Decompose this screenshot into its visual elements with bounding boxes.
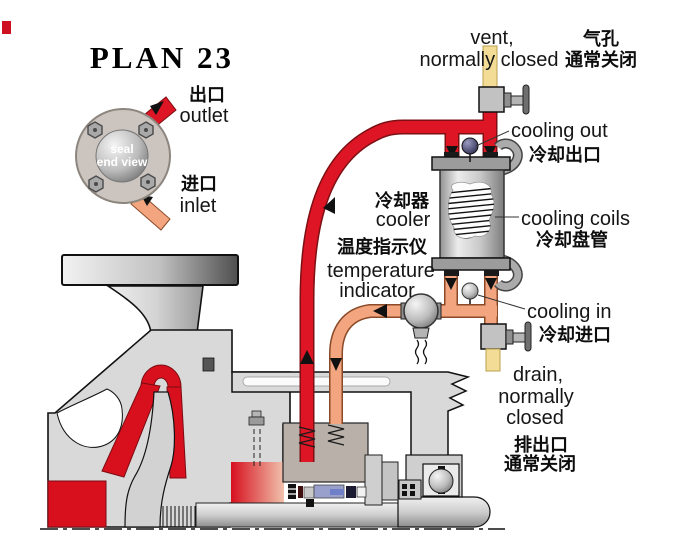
label-inlet-cn: 进口 <box>181 174 217 194</box>
vent-valve-body <box>478 86 505 113</box>
threaded-entry-red <box>298 426 316 448</box>
seal-face <box>95 129 149 183</box>
temperature-indicator-device <box>400 293 442 365</box>
label-vent-cn1: 气孔 <box>582 28 619 49</box>
vent-handwheel <box>522 84 530 115</box>
gland-plate <box>364 454 383 506</box>
label-vent-en1: vent, <box>470 27 513 49</box>
drain-stub <box>485 348 501 372</box>
capillary-wires <box>414 339 428 365</box>
frame-arm-slot <box>242 376 391 387</box>
vent-valve <box>478 45 530 115</box>
process-fluid-red <box>47 364 284 528</box>
label-outlet-en: outlet <box>180 105 229 127</box>
label-cooling-in-cn: 冷却进口 <box>539 324 611 345</box>
flow-arrow-down-icon <box>330 358 342 371</box>
seal-view-label-line1: seal <box>110 142 133 156</box>
outlet-arrow-icon <box>150 101 164 115</box>
bearing-housing <box>398 454 463 500</box>
label-drain-en3: closed <box>506 407 564 429</box>
label-drain-cn1: 排出口 <box>514 434 568 455</box>
drain-valve <box>480 321 532 372</box>
flow-arrow-left-icon <box>373 304 387 318</box>
label-cooling-in-en: cooling in <box>527 301 612 323</box>
label-temp-en1: temperature <box>327 260 435 282</box>
cooling-coils <box>448 187 495 239</box>
pump-cross-section <box>47 254 491 528</box>
volute-cutout <box>56 388 123 448</box>
cooler-bottom-plate <box>431 257 511 271</box>
label-cooler-en: cooler <box>376 209 431 231</box>
label-vent-en2: normally closed <box>420 49 559 71</box>
label-cooling-out-en: cooling out <box>511 120 608 142</box>
flow-arrow-arc-icon <box>323 197 335 214</box>
seal-view-label-line2: end view <box>97 155 148 169</box>
suction-flange <box>61 254 239 286</box>
cooling-out-pointer <box>475 130 510 147</box>
label-temp-en2: indicator <box>339 280 415 302</box>
shaft-threads <box>162 506 196 527</box>
label-drain-cn2: 通常关闭 <box>504 453 576 474</box>
label-temp-cn: 温度指示仪 <box>337 236 428 257</box>
label-cooling-coils-cn: 冷却盘管 <box>536 229 608 250</box>
seal-end-view: seal end view <box>75 96 177 231</box>
label-vent-cn2: 通常关闭 <box>565 49 637 70</box>
pump-shaft <box>195 502 401 528</box>
label-cooler-cn: 冷却器 <box>375 190 430 211</box>
threaded-entry-orange <box>327 424 345 446</box>
corner-marker <box>2 21 11 34</box>
flow-arrow-up-icon <box>300 350 314 364</box>
seal-cooler <box>431 138 523 292</box>
label-cooling-out-cn: 冷却出口 <box>529 144 601 165</box>
flow-arrow-down-icon <box>485 278 497 290</box>
plan-title: PLAN 23 <box>90 40 234 75</box>
flow-arrow-down-icon <box>445 278 457 290</box>
label-outlet-cn: 出口 <box>189 84 225 105</box>
label-cooling-coils-en: cooling coils <box>521 208 630 230</box>
impeller <box>124 391 176 528</box>
cooling-in-port-ball <box>461 282 479 300</box>
label-drain-en1: drain, <box>513 364 563 386</box>
gland-plate-2 <box>381 461 399 501</box>
drain-handwheel <box>524 321 532 352</box>
drain-valve-body <box>480 323 507 350</box>
ball-bearing <box>428 468 454 494</box>
suction-neck <box>105 285 204 334</box>
cooling-in-pointer <box>477 294 526 310</box>
cooler-top-plate <box>431 156 511 171</box>
label-inlet-en: inlet <box>180 195 217 217</box>
cooling-out-port-ball <box>461 137 479 155</box>
casing-notch <box>202 357 215 372</box>
mechanical-seal-stack <box>288 484 367 507</box>
label-drain-en2: normally <box>498 386 574 408</box>
shaft-end <box>397 496 491 528</box>
seal-gland <box>282 422 369 483</box>
gland-bolt <box>248 410 265 468</box>
